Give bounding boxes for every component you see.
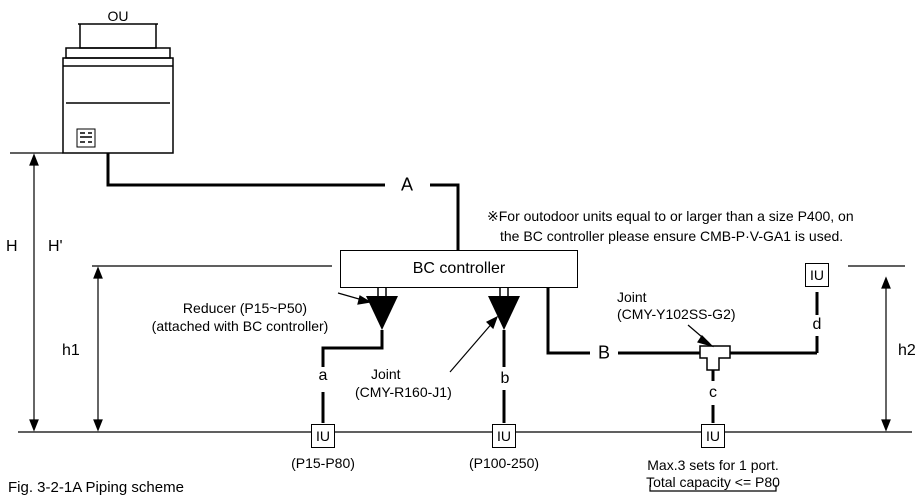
height-H-prime-label: H' (48, 238, 63, 255)
indoor-unit-1: IU (311, 424, 335, 448)
pipe-b-label: b (500, 370, 510, 387)
outdoor-unit-drawing (62, 23, 174, 154)
joint-right-label-2: (CMY-Y102SS-G2) (617, 306, 736, 322)
reducer-triangle (366, 296, 398, 330)
pipe-a-label: a (318, 367, 328, 384)
joint-left-label-1: Joint (371, 366, 401, 382)
joint-right-label-1: Joint (617, 289, 647, 305)
height-H-label: H (6, 238, 18, 255)
reference-lines (10, 152, 912, 433)
note-line-2: the BC controller please ensure CMB-P·V-… (500, 228, 844, 244)
indoor-unit-4: IU (805, 263, 829, 287)
iu-note-line-2: Total capacity <= P80 (646, 474, 780, 490)
indoor-unit-2-label: IU (497, 428, 511, 444)
indoor-unit-3: IU (701, 424, 725, 448)
bc-controller-box: BC controller (340, 250, 578, 288)
pipe-d-label: d (812, 316, 822, 333)
dimension-arrows (29, 153, 891, 432)
reducer-label-2: (attached with BC controller) (151, 318, 329, 334)
bc-branch-stubs (377, 288, 509, 296)
height-h1-label: h1 (62, 342, 80, 359)
pointer-arrows (337, 292, 715, 373)
outdoor-unit-label: OU (107, 8, 129, 24)
reducer-label-1: Reducer (P15~P50) (182, 300, 308, 316)
pipe-c-label: c (709, 384, 717, 401)
branch-pipes (321, 288, 819, 423)
pipe-A-label: A (400, 174, 414, 195)
capacity-bracket (649, 485, 777, 492)
pipe-B-label: B (597, 342, 611, 363)
pipe-A (106, 153, 460, 250)
iu-range-2: (P100-250) (468, 455, 540, 471)
figure-caption: Fig. 3-2-1A Piping scheme (8, 479, 184, 496)
note-line-1: ※For outodoor units equal to or larger t… (487, 208, 854, 224)
bc-controller-label: BC controller (412, 260, 506, 277)
indoor-unit-4-label: IU (810, 267, 824, 283)
iu-range-1: (P15-P80) (291, 455, 355, 471)
indoor-unit-3-label: IU (706, 428, 720, 444)
indoor-unit-2: IU (492, 424, 516, 448)
joint-triangle (488, 296, 520, 330)
t-joint (699, 345, 731, 371)
joint-left-label-2: (CMY-R160-J1) (355, 384, 452, 400)
indoor-unit-1-label: IU (316, 428, 330, 444)
height-h2-label: h2 (898, 342, 916, 359)
iu-note-line-1: Max.3 sets for 1 port. (647, 457, 779, 473)
